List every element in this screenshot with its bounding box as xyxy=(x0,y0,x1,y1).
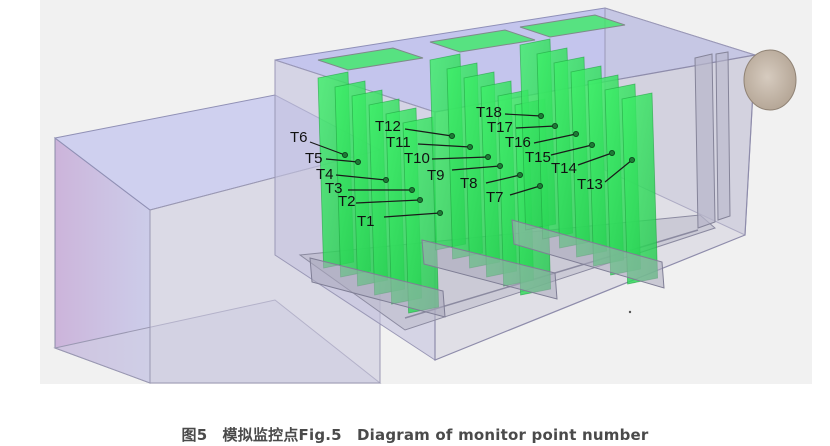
outlet-partition-2 xyxy=(715,51,731,221)
leader-line xyxy=(417,143,471,148)
monitor-point-t5: T5 xyxy=(305,150,361,167)
monitor-point-label: T1 xyxy=(357,213,375,230)
monitor-point-marker xyxy=(589,141,596,148)
leader-line xyxy=(451,165,501,171)
monitor-point-marker xyxy=(354,158,361,165)
monitor-point-marker xyxy=(496,162,503,169)
module-tray xyxy=(421,239,558,300)
monitor-point-marker xyxy=(537,182,544,189)
monitor-point-marker xyxy=(552,123,559,130)
leader-line xyxy=(383,212,441,218)
outlet-partition xyxy=(694,53,716,229)
monitor-point-t2: T2 xyxy=(338,193,423,210)
leader-line xyxy=(509,185,541,196)
monitor-point-label: T8 xyxy=(460,175,478,192)
monitor-point-t6: T6 xyxy=(290,129,348,158)
monitor-point-label: T11 xyxy=(386,134,411,151)
figure-caption: 图5 模拟监控点Fig.5 Diagram of monitor point n… xyxy=(181,426,649,444)
monitor-point-marker xyxy=(538,113,545,120)
monitor-point-label: T9 xyxy=(427,167,445,184)
monitor-point-t11: T11 xyxy=(386,134,473,151)
monitor-point-t14: T14 xyxy=(551,149,616,177)
monitor-point-label: T15 xyxy=(525,149,551,166)
leader-line xyxy=(577,152,613,166)
monitor-point-label: T12 xyxy=(375,118,401,135)
monitor-point-t3: T3 xyxy=(325,180,415,197)
module-header xyxy=(519,14,626,38)
leader-line xyxy=(515,125,556,129)
monitor-point-label: T5 xyxy=(305,150,323,167)
monitor-point-marker xyxy=(382,176,389,183)
monitor-point-t15: T15 xyxy=(525,141,596,166)
leader-line xyxy=(404,128,453,137)
monitor-point-marker xyxy=(629,156,636,163)
leader-line xyxy=(533,133,577,144)
monitor-point-label: T6 xyxy=(290,129,308,146)
module-bank-1 xyxy=(309,47,446,318)
module-header xyxy=(317,47,424,71)
monitor-point-t13: T13 xyxy=(577,156,636,193)
monitor-point-marker xyxy=(408,186,415,193)
monitor-point-t4: T4 xyxy=(316,166,389,183)
monitor-point-t18: T18 xyxy=(476,104,545,121)
monitor-point-marker xyxy=(517,171,524,178)
monitor-point-label: T4 xyxy=(316,166,334,183)
monitor-point-label: T3 xyxy=(325,180,343,197)
monitor-point-marker xyxy=(416,196,423,203)
monitor-point-label: T2 xyxy=(338,193,356,210)
leader-line xyxy=(335,174,387,181)
leader-line xyxy=(550,144,593,156)
monitor-point-t12: T12 xyxy=(375,118,455,139)
monitor-point-t1: T1 xyxy=(357,209,443,230)
leader-line xyxy=(485,174,521,184)
monitor-point-t9: T9 xyxy=(427,162,503,184)
monitor-point-label: T7 xyxy=(486,189,504,206)
monitor-point-marker xyxy=(341,151,348,158)
leader-line xyxy=(325,158,359,163)
monitor-point-label: T16 xyxy=(505,134,531,151)
monitor-point-marker xyxy=(609,149,616,156)
leader-line xyxy=(604,159,633,183)
monitor-point-marker xyxy=(436,209,443,216)
monitor-point-t10: T10 xyxy=(404,150,491,167)
monitor-point-marker xyxy=(484,153,491,160)
monitor-point-t7: T7 xyxy=(486,182,544,206)
monitor-point-marker xyxy=(466,143,473,150)
monitor-point-marker xyxy=(573,130,580,137)
leader-line xyxy=(309,141,346,156)
monitor-point-label: T18 xyxy=(476,104,502,121)
monitor-point-label: T17 xyxy=(487,119,513,136)
module-tray xyxy=(309,257,446,318)
module-tray xyxy=(511,219,665,289)
monitor-point-label: T10 xyxy=(404,150,430,167)
leader-line xyxy=(504,113,542,117)
monitor-point-t16: T16 xyxy=(505,130,580,151)
module-header xyxy=(429,29,536,53)
module-bank-3 xyxy=(511,14,665,289)
monitor-point-t17: T17 xyxy=(487,119,559,136)
leader-line xyxy=(355,199,421,204)
green-module-banks xyxy=(309,14,665,318)
monitor-point-t8: T8 xyxy=(460,171,524,192)
monitor-point-label: T14 xyxy=(551,160,577,177)
outlet-pipe xyxy=(743,49,797,111)
leader-line xyxy=(431,156,489,160)
monitor-point-marker xyxy=(448,132,455,139)
stray-dot xyxy=(628,310,632,314)
monitor-point-label: T13 xyxy=(577,176,603,193)
